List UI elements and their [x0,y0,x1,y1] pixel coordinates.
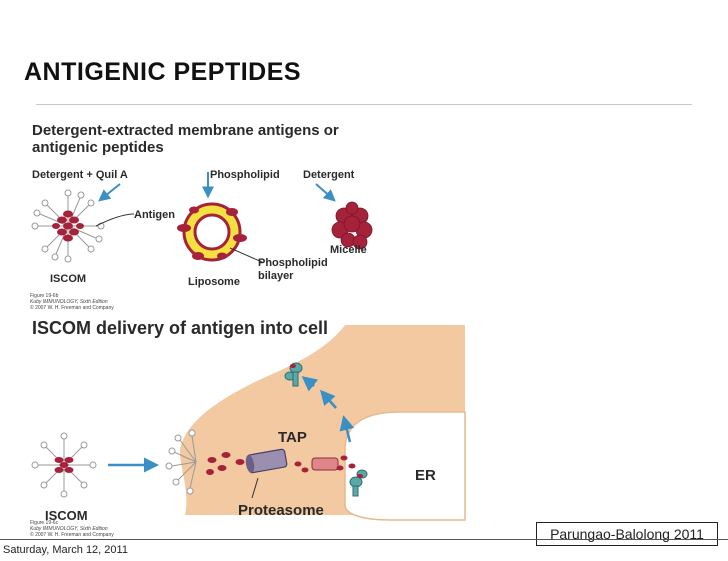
title-divider [36,104,692,105]
label-detergent-quil-a: Detergent + Quil A [32,169,128,181]
arrow-er-3 [301,376,319,392]
figure-b: ISCOM delivery of antigen into cell ER [30,318,466,538]
figure-b-caption-3: © 2007 W. H. Freeman and Company [30,531,114,538]
figure-a: Detergent-extracted membrane antigens or… [30,122,373,311]
arrow-to-iscom [98,183,121,202]
micelle [331,201,373,250]
er-compartment [344,411,466,521]
liposome [177,202,247,262]
label-antigen: Antigen [134,209,175,221]
arrow-er-2 [320,389,337,409]
label-micelle: Micelle [330,244,367,256]
footer-divider [0,539,728,540]
antigen-pointer [95,213,135,227]
label-phospholipid-bilayer-2: bilayer [258,270,294,282]
released-antigens [206,452,245,475]
slide-date: Saturday, March 12, 2011 [3,544,128,556]
label-iscom-a: ISCOM [50,273,86,285]
figure-a-caption-1: Figure 19-6b [30,293,59,299]
bilayer-pointer [229,247,263,263]
figure-b-caption-2: Kuby IMMUNOLOGY, Sixth Edition [30,526,108,532]
label-phospholipid-top: Phospholipid [210,169,280,181]
figure-a-heading-line2: antigenic peptides [32,139,164,156]
figure-a-caption-2: Kuby IMMUNOLOGY, Sixth Edition [30,299,108,305]
iscom-particle-b [31,432,97,498]
tap-transporter [311,457,339,471]
mhc-er [349,469,368,497]
iscom-particle [31,189,105,263]
proteasome-pointer [251,477,259,499]
label-iscom-b: ISCOM [45,508,88,523]
er-peptides [336,455,356,471]
mhc-surface-peptide [290,364,296,368]
label-tap: TAP [278,429,307,446]
figure-a-caption-3: © 2007 W. H. Freeman and Company [30,304,114,311]
slide-title: ANTIGENIC PEPTIDES [24,58,302,86]
figure-b-heading: ISCOM delivery of antigen into cell [32,318,328,338]
iscom-fusing [165,429,197,495]
arrow-to-micelle [315,183,336,202]
peptides [294,461,309,473]
label-er: ER [415,467,436,484]
credit-text: Parungao-Balolong 2011 [550,526,704,542]
proteasome [245,448,288,474]
label-proteasome: Proteasome [238,502,324,519]
credit-box: Parungao-Balolong 2011 [536,522,718,546]
label-phospholipid-bilayer-1: Phospholipid [258,257,328,269]
arrow-er-1 [339,415,355,443]
label-detergent-top: Detergent [303,169,355,181]
figure-a-heading-line1: Detergent-extracted membrane antigens or [32,122,339,139]
figure-b-caption-1: Figure 19-6c [30,520,59,526]
mhc-er-peptide [357,474,363,478]
label-liposome: Liposome [188,276,240,288]
